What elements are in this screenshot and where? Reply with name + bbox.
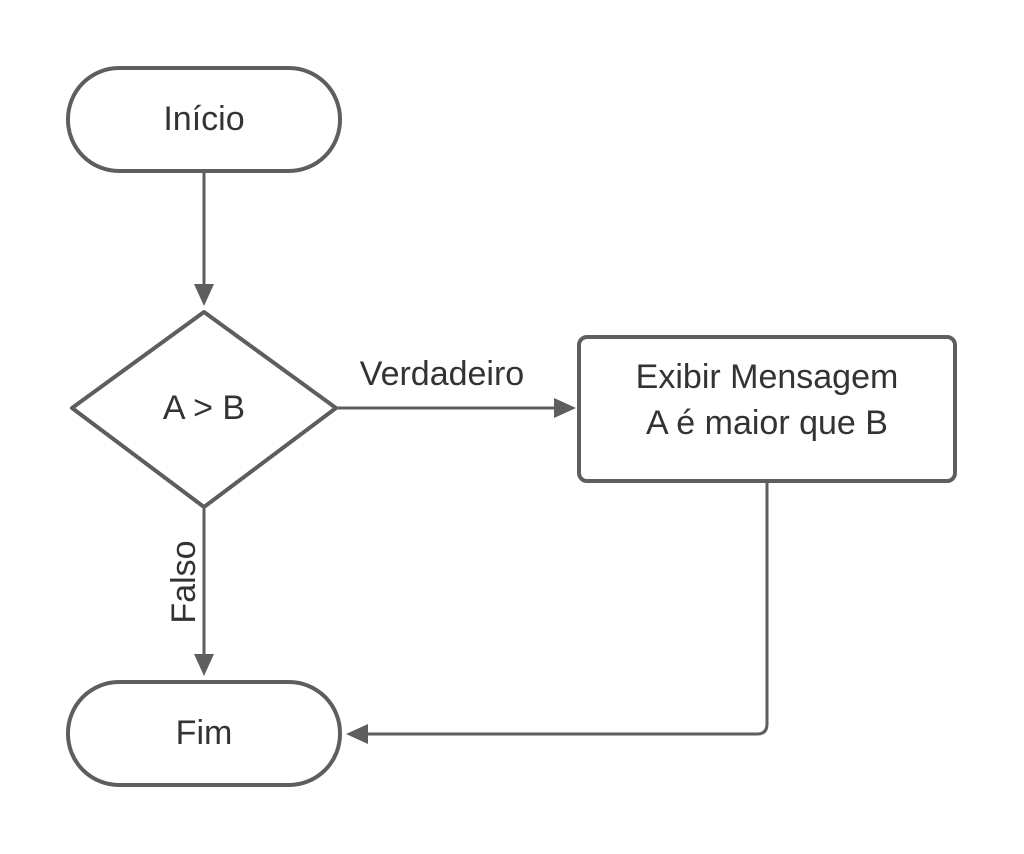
decision-node[interactable]: A > B	[70, 310, 338, 509]
process-label-line1: Exibir Mensagem	[636, 358, 899, 396]
decision-label: A > B	[163, 389, 245, 427]
connector-false-branch: Falso	[165, 508, 214, 676]
connector-start-to-decision	[194, 172, 214, 306]
arrowhead-icon	[194, 284, 214, 306]
end-node[interactable]: Fim	[66, 680, 342, 787]
decision-diamond-shape	[70, 310, 338, 509]
process-box-shape	[577, 335, 957, 483]
end-terminator-shape	[66, 680, 342, 787]
connector-true-branch: Verdadeiro	[337, 355, 576, 418]
start-node[interactable]: Início	[66, 66, 342, 173]
arrowhead-icon	[554, 398, 576, 418]
start-label: Início	[163, 100, 244, 138]
false-branch-label: Falso	[165, 540, 203, 623]
end-label: Fim	[176, 714, 233, 752]
connector-line	[366, 483, 769, 736]
true-branch-label: Verdadeiro	[360, 355, 524, 393]
process-label-line2: A é maior que B	[646, 404, 888, 442]
arrowhead-icon	[194, 654, 214, 676]
process-node[interactable]: Exibir Mensagem A é maior que B	[577, 335, 957, 483]
start-terminator-shape	[66, 66, 342, 173]
connector-process-to-end	[346, 483, 769, 744]
arrowhead-icon	[346, 724, 368, 744]
